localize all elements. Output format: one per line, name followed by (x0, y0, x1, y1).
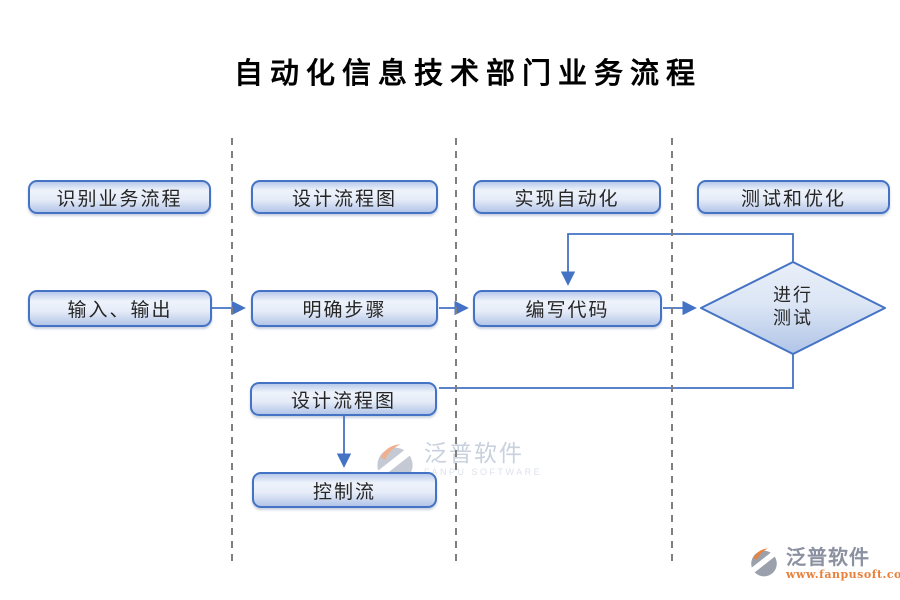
node-write-code: 编写代码 (473, 290, 662, 327)
node-label: 识别业务流程 (56, 187, 183, 210)
watermark-brand: 泛普软件 (786, 545, 870, 569)
node-implement-automation: 实现自动化 (473, 180, 661, 214)
lane-divider-3 (671, 138, 673, 562)
arrow-test-feedback-to-code (560, 233, 794, 286)
decision-label-line1: 进行 (773, 285, 813, 306)
decision-run-test (700, 261, 886, 355)
node-label: 编写代码 (525, 299, 610, 321)
node-label: 设计流程图 (291, 187, 397, 210)
lane-divider-2 (455, 138, 457, 562)
watermark-subtitle: FANPU SOFTWARE (424, 467, 543, 477)
node-control-flow: 控制流 (252, 472, 437, 508)
fanpu-logo-icon (748, 546, 780, 577)
node-label: 控制流 (312, 480, 376, 503)
node-label: 明确步骤 (302, 299, 387, 321)
watermark-brand: 泛普软件 (424, 441, 524, 467)
node-design-flowchart-mid: 设计流程图 (250, 382, 437, 416)
diagram-title: 自动化信息技术部门业务流程 (233, 56, 702, 90)
node-identify-process: 识别业务流程 (28, 180, 211, 214)
node-label: 输入、输出 (67, 299, 173, 321)
node-label: 测试和优化 (740, 187, 846, 210)
node-label: 实现自动化 (514, 187, 620, 210)
decision-label-line2: 测试 (773, 308, 813, 329)
node-clarify-steps: 明确步骤 (251, 290, 438, 327)
decision-label: 进行 测试 (743, 284, 843, 330)
node-label: 设计流程图 (290, 389, 396, 412)
line-test-to-design (439, 354, 794, 389)
watermark-corner: 泛普软件 www.fanpusoft.com (748, 546, 900, 581)
node-design-flowchart-top: 设计流程图 (251, 180, 438, 214)
node-test-and-optimize: 测试和优化 (697, 180, 890, 214)
watermark-url: www.fanpusoft.com (786, 568, 900, 581)
node-input-output: 输入、输出 (28, 290, 212, 327)
lane-divider-1 (231, 138, 233, 562)
